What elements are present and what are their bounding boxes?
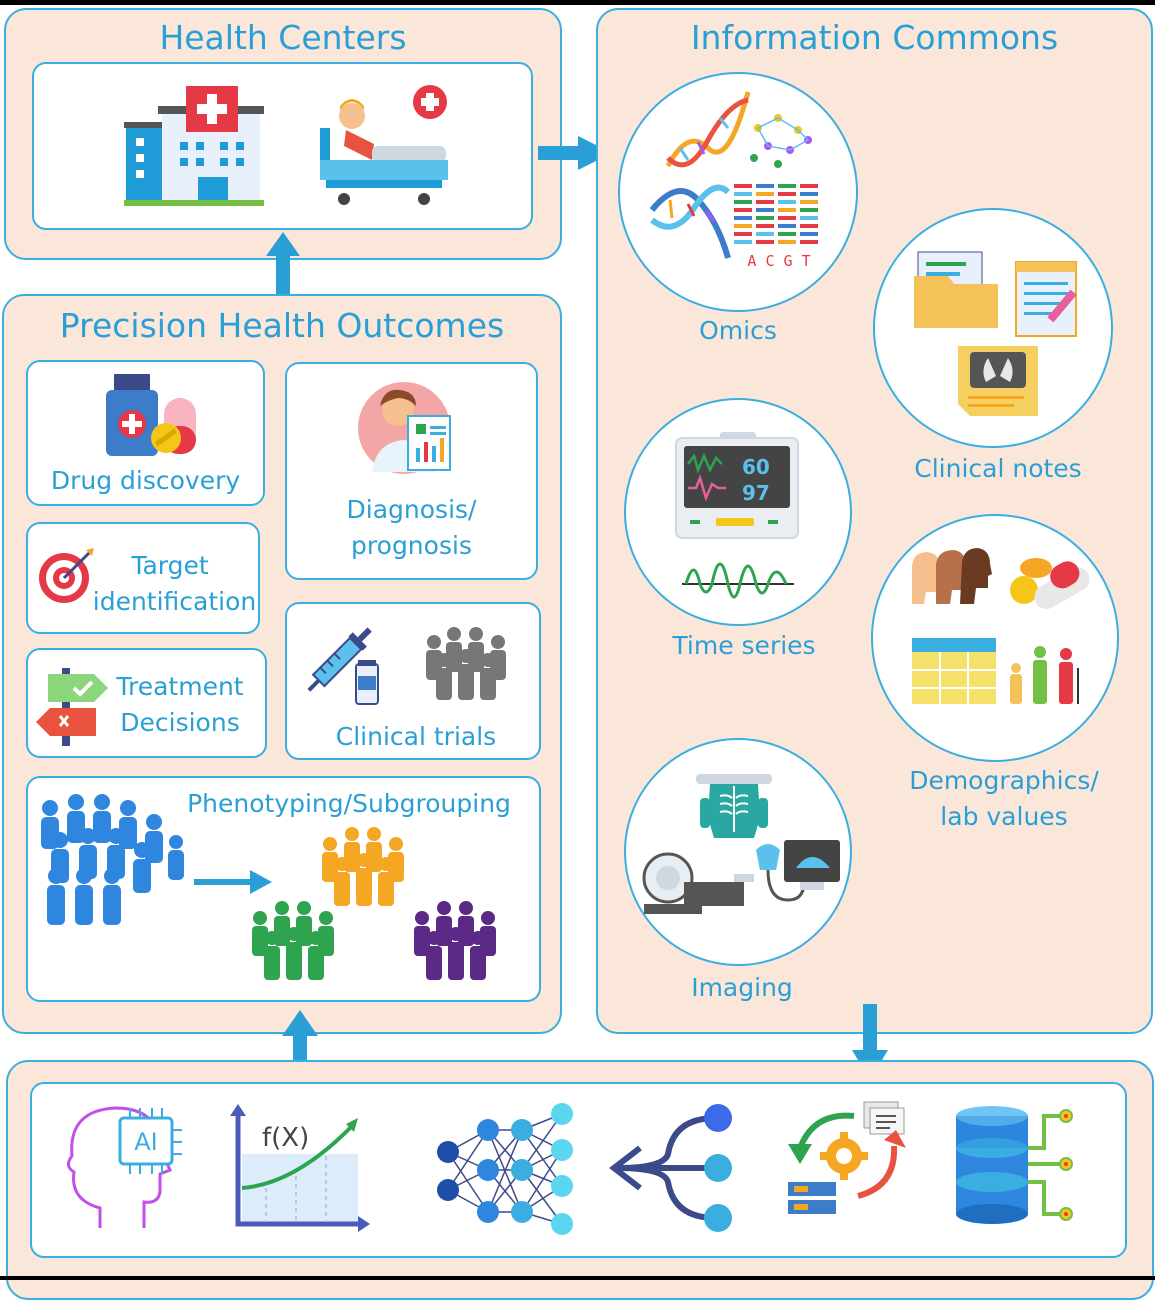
- signpost-icon: [36, 668, 108, 746]
- neural-network-icon: [437, 1103, 573, 1235]
- phenotype-arrow: [194, 870, 272, 894]
- imaging-label: Imaging: [691, 973, 793, 1002]
- function-curve-icon: f(X): [230, 1104, 370, 1232]
- hospital-icon: [124, 86, 264, 206]
- time-series-label: Time series: [672, 631, 816, 660]
- health-centers-title: Health Centers: [159, 18, 407, 57]
- data-processing-icon: [788, 1101, 906, 1214]
- target-label-line1: Target: [131, 551, 209, 580]
- imaging-icon: [642, 774, 840, 914]
- bottom-frame-bar: [0, 1276, 1155, 1280]
- omics-letters: A C G T: [747, 252, 811, 270]
- fx-text: f(X): [262, 1123, 309, 1153]
- drug-discovery-label: Drug discovery: [50, 466, 241, 495]
- omics-label: Omics: [699, 316, 777, 345]
- dna-icon: [649, 91, 818, 259]
- population-group-icon: [41, 794, 184, 925]
- clinical-notes-label: Clinical notes: [914, 454, 1082, 483]
- arrow-to-health-centers: [266, 232, 300, 298]
- clinical-trials-label: Clinical trials: [335, 722, 497, 751]
- database-icon: [956, 1106, 1073, 1224]
- monitor-bottom-value: 97: [742, 481, 770, 505]
- information-commons-title: Information Commons: [690, 18, 1059, 57]
- decision-tree-icon: [609, 1104, 732, 1232]
- health-centers-box: [32, 62, 533, 230]
- diagnosis-label-line1: Diagnosis/: [346, 495, 477, 524]
- vital-monitor-icon: 60 97: [675, 432, 799, 599]
- demographics-label-line1: Demographics/: [909, 766, 1099, 795]
- treatment-label-line2: Decisions: [120, 708, 240, 737]
- arrow-to-commons: [538, 136, 612, 170]
- orange-subgroup-icon: [322, 827, 404, 906]
- phenotyping-label: Phenotyping/Subgrouping: [187, 789, 511, 818]
- ai-chip-text: AI: [134, 1128, 158, 1156]
- methods-box: [30, 1082, 1127, 1258]
- demographics-label-line2: lab values: [940, 802, 1068, 831]
- omics-circle: [618, 72, 858, 312]
- treatment-label-line1: Treatment: [116, 672, 244, 701]
- purple-subgroup-icon: [414, 901, 496, 980]
- monitor-top-value: 60: [742, 455, 770, 479]
- diagnosis-label-line2: prognosis: [351, 531, 472, 560]
- target-label-line2: identification: [92, 587, 257, 616]
- ai-head-icon: AI: [67, 1106, 182, 1228]
- patient-bed-icon: [320, 85, 448, 205]
- clinical-notes-icon: [914, 251, 1077, 416]
- top-frame-bar: [0, 0, 1155, 5]
- precision-health-title: Precision Health Outcomes: [59, 306, 505, 345]
- demographics-icon: [912, 548, 1090, 704]
- syringe-icon: [307, 627, 379, 705]
- pill-bottle-icon: [106, 374, 196, 456]
- doctor-icon: [358, 382, 451, 474]
- target-icon: [39, 548, 94, 603]
- trial-participants-icon: [426, 627, 506, 700]
- green-subgroup-icon: [252, 901, 334, 980]
